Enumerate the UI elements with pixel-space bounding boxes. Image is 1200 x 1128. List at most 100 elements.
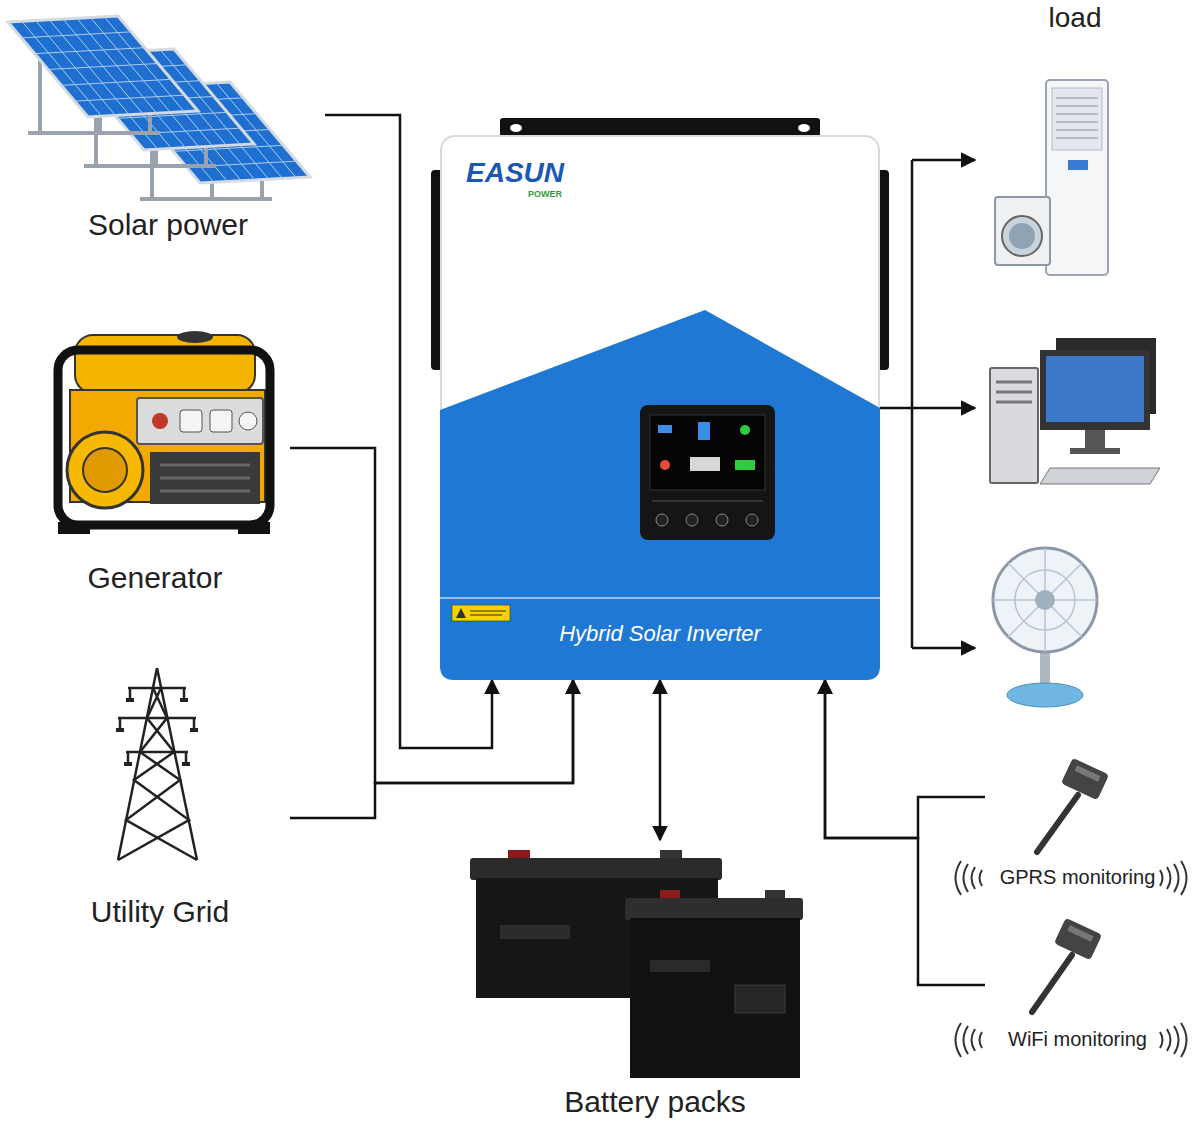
electric-fan [993, 548, 1097, 707]
gprs-antenna-part [1061, 758, 1109, 800]
solar-panel-array-part [8, 16, 198, 117]
wifi-antenna-part [1054, 918, 1102, 960]
connector [880, 160, 975, 648]
connector-line [290, 680, 573, 818]
button [716, 514, 728, 526]
caption: Generator [87, 561, 222, 596]
generator-illustration [58, 331, 270, 534]
air-conditioner-and-washer-part [1056, 98, 1098, 138]
caption: Utility Grid [91, 895, 229, 930]
signal-waves-part [956, 1023, 983, 1057]
load-group: load [975, 0, 1180, 715]
connector-line [911, 160, 914, 648]
text-holder: WiFi monitoring [985, 1028, 1170, 1051]
inverter-housing [440, 135, 880, 680]
generator-illustration-part [177, 331, 213, 343]
air-conditioner-and-washer-part [1068, 160, 1088, 170]
housing-panel [440, 310, 880, 680]
transmission-tower-part [180, 698, 188, 702]
product-name: Hybrid Solar Inverter [559, 621, 761, 646]
signal-waves-part [956, 861, 983, 895]
battery-illustration-part [650, 960, 710, 972]
generator-illustration-part [210, 410, 232, 432]
caution-sticker [452, 605, 510, 621]
wifi-antenna [1032, 918, 1102, 1012]
text-holder: Generator [40, 561, 270, 596]
button-line [652, 501, 763, 502]
generator-illustration-part [75, 335, 255, 393]
generator-illustration-part [152, 413, 168, 429]
screen-icon [735, 460, 755, 470]
connector-line [825, 680, 985, 985]
air-conditioner-and-washer-part [1002, 216, 1042, 256]
generator-illustration-part [83, 448, 127, 492]
computer-part [1040, 468, 1160, 484]
computer-part [1070, 448, 1120, 454]
transmission-tower-part [116, 728, 124, 732]
screen-digits [690, 457, 720, 471]
brand-logo: EASUN [466, 157, 564, 189]
battery-illustration-part [625, 898, 803, 920]
transmission-tower-part [118, 668, 197, 860]
gprs-monitoring-module: GPRS monitoring [985, 755, 1170, 900]
solar-panel-array [8, 16, 310, 199]
transmission-tower-part [120, 688, 194, 766]
air-conditioner-and-washer [995, 80, 1108, 275]
transmission-tower-part [116, 698, 198, 766]
utility-grid-source: Utility Grid [30, 660, 290, 940]
housing-body [441, 136, 879, 679]
hybrid-solar-inverter: EASUNPOWERHybrid Solar Inverter [440, 135, 880, 680]
air-conditioner-and-washer-part [1009, 223, 1035, 249]
electric-fan-part [993, 548, 1097, 652]
button [746, 514, 758, 526]
computer [990, 338, 1160, 484]
generator-illustration-part [150, 452, 260, 504]
computer-part [1046, 356, 1144, 422]
gprs-antenna-part [1074, 765, 1100, 781]
generator-illustration-part [160, 465, 250, 491]
text-holder: EASUN [466, 157, 586, 189]
computer-part [1040, 350, 1150, 430]
transmission-tower-part [126, 698, 134, 702]
connector-line [659, 680, 662, 840]
text-holder: Utility Grid [30, 895, 290, 930]
electric-fan-part [1007, 683, 1083, 707]
battery-illustration-part [470, 858, 722, 880]
generator-illustration-part [238, 522, 270, 534]
caution-icon [456, 608, 466, 618]
battery-illustration-part [630, 918, 800, 1078]
text-holder: Battery packs [465, 1085, 845, 1120]
wifi-antenna-part [1067, 925, 1093, 941]
caption: load [1049, 2, 1102, 34]
caption: Solar power [88, 208, 248, 243]
caution-lines [470, 611, 506, 615]
panel-line [440, 597, 880, 599]
caption: GPRS monitoring [1000, 866, 1156, 889]
signal-waves-part [1160, 1023, 1187, 1057]
text-holder: GPRS monitoring [985, 866, 1170, 889]
transmission-tower-part [124, 762, 132, 766]
connector [290, 680, 573, 818]
generator-illustration-part [67, 432, 143, 508]
wifi-monitoring-module: WiFi monitoring [985, 915, 1170, 1060]
connector [825, 680, 985, 838]
connector-line [880, 407, 975, 410]
battery-illustration-part [500, 925, 570, 939]
air-conditioner-and-washer-part [1046, 80, 1108, 275]
inverter-mount-part [798, 124, 810, 132]
gprs-antenna-part [1037, 795, 1078, 852]
computer-part [1085, 430, 1105, 450]
connector [660, 680, 661, 840]
inverter-mount-part [510, 124, 522, 132]
connector [825, 680, 985, 985]
computer-part [996, 382, 1032, 402]
gprs-antenna [1037, 758, 1109, 852]
generator-illustration-part [180, 410, 202, 432]
signal-waves-part [1160, 861, 1187, 895]
battery-illustration-part [735, 985, 785, 1013]
generator-illustration-part [137, 398, 263, 444]
button [656, 514, 668, 526]
text-holder: Solar power [5, 208, 331, 243]
signal-waves [956, 861, 1187, 1057]
